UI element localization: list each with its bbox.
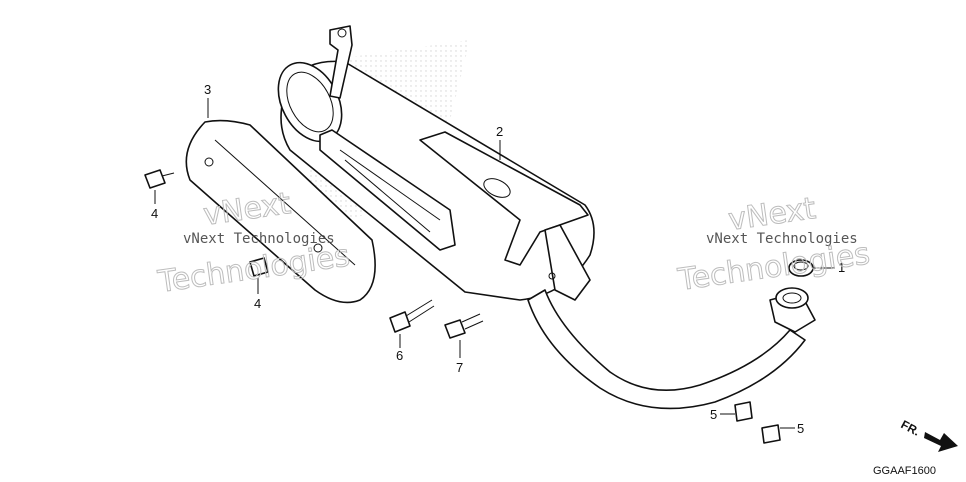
callout-6: 6 [396, 348, 403, 363]
gasket-1 [788, 259, 814, 277]
muffler-assembly [277, 25, 595, 301]
front-arrow-icon [924, 432, 958, 452]
nut-5b [761, 424, 781, 444]
front-label: FR. [899, 417, 923, 438]
watermark-line-2: vNext Technologies [706, 231, 858, 247]
front-direction-indicator: FR. [899, 417, 958, 452]
exhaust-pipe [527, 287, 816, 410]
callout-5b: 5 [797, 421, 804, 436]
bolt-4b [249, 257, 269, 277]
callout-4b: 4 [254, 296, 261, 311]
callout-4a: 4 [151, 206, 158, 221]
bolt-4a [144, 169, 175, 189]
callout-1: 1 [838, 260, 845, 275]
bolt-7 [444, 313, 484, 339]
callouts: 3 2 4 4 6 7 1 5 5 [151, 82, 845, 436]
bolt-6 [389, 299, 435, 333]
callout-3: 3 [204, 82, 211, 97]
callout-2: 2 [496, 124, 503, 139]
watermark-line-1: vNext Technologies [183, 231, 335, 247]
drawing-code: GGAAF1600 [873, 465, 936, 477]
nut-5a [734, 401, 753, 422]
callout-5a: 5 [710, 407, 717, 422]
heat-protector [185, 119, 376, 304]
callout-7: 7 [456, 360, 463, 375]
leader-lines [154, 98, 835, 429]
